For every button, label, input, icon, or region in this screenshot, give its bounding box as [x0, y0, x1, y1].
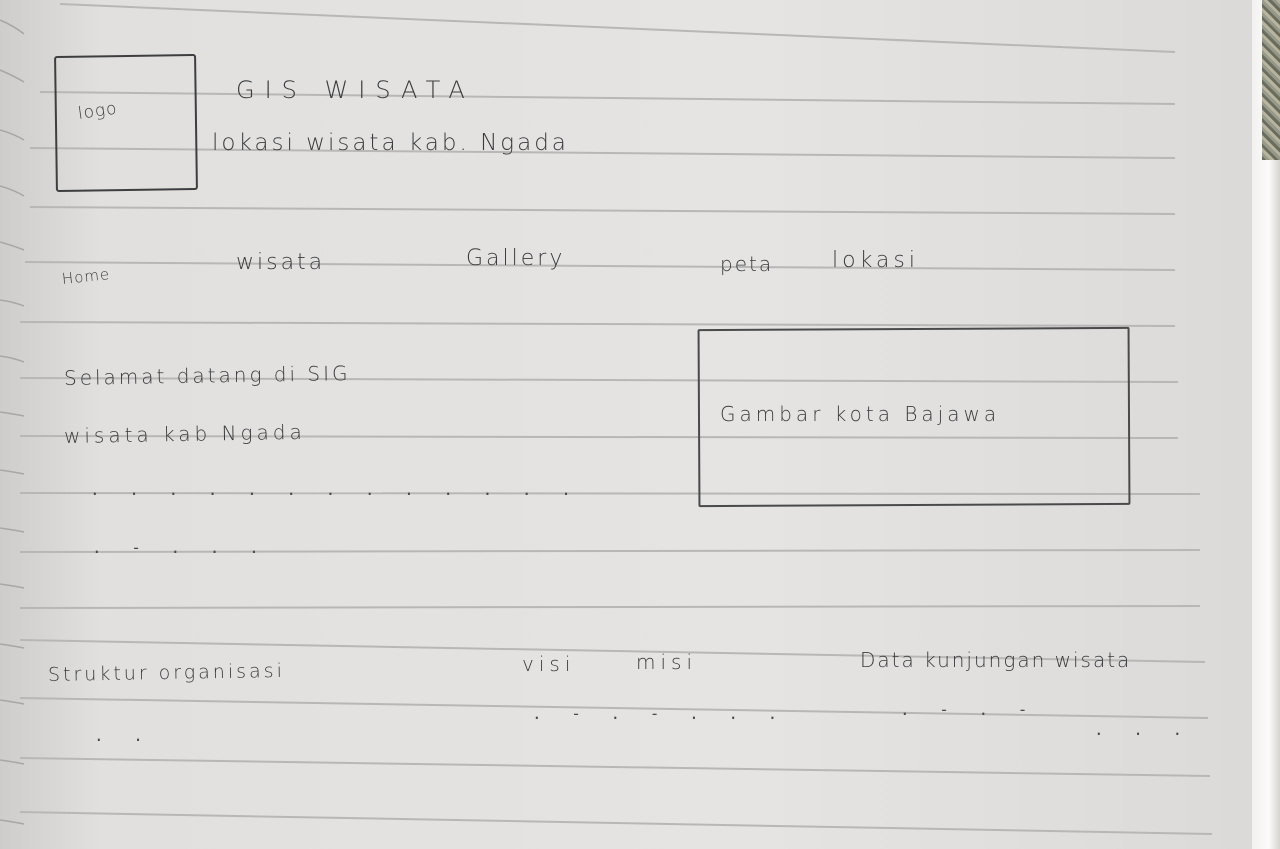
site-title: GIS WISATA: [236, 76, 475, 104]
welcome-heading-line2: wisata kab Ngada: [63, 419, 306, 448]
section-visi[interactable]: visi: [522, 652, 576, 676]
background-fabric: [1262, 0, 1280, 160]
welcome-heading-line1: Selamat datang di SIG: [63, 361, 351, 390]
welcome-placeholder-text-2: . - . . .: [92, 538, 269, 557]
nav-item-wisata[interactable]: wisata: [236, 250, 326, 275]
section-misi[interactable]: misi: [636, 650, 698, 674]
hero-image-label: Gambar kota Bajawa: [720, 402, 1001, 426]
notebook-page: logo GIS WISATA lokasi wisata kab. Ngada…: [0, 0, 1252, 849]
section-placeholder-text-2: . - . - . . .: [532, 704, 788, 723]
section-placeholder-text-4: . . .: [1094, 720, 1193, 739]
section-placeholder-text-1: . .: [94, 726, 153, 745]
logo-placeholder-box: [54, 54, 198, 192]
nav-item-lokasi[interactable]: lokasi: [832, 248, 919, 273]
nav-item-peta[interactable]: peta: [720, 252, 774, 276]
welcome-placeholder-text-1: . . . . . . . . . . . . .: [90, 480, 581, 499]
section-data-kunjungan-wisata[interactable]: Data kunjungan wisata: [860, 648, 1132, 672]
site-subtitle: lokasi wisata kab. Ngada: [212, 130, 569, 156]
section-placeholder-text-3: . - . -: [900, 700, 1038, 719]
ruled-lines: [0, 3, 1213, 835]
nav-item-gallery[interactable]: Gallery: [466, 246, 566, 271]
section-struktur-organisasi[interactable]: Struktur organisasi: [47, 659, 286, 686]
